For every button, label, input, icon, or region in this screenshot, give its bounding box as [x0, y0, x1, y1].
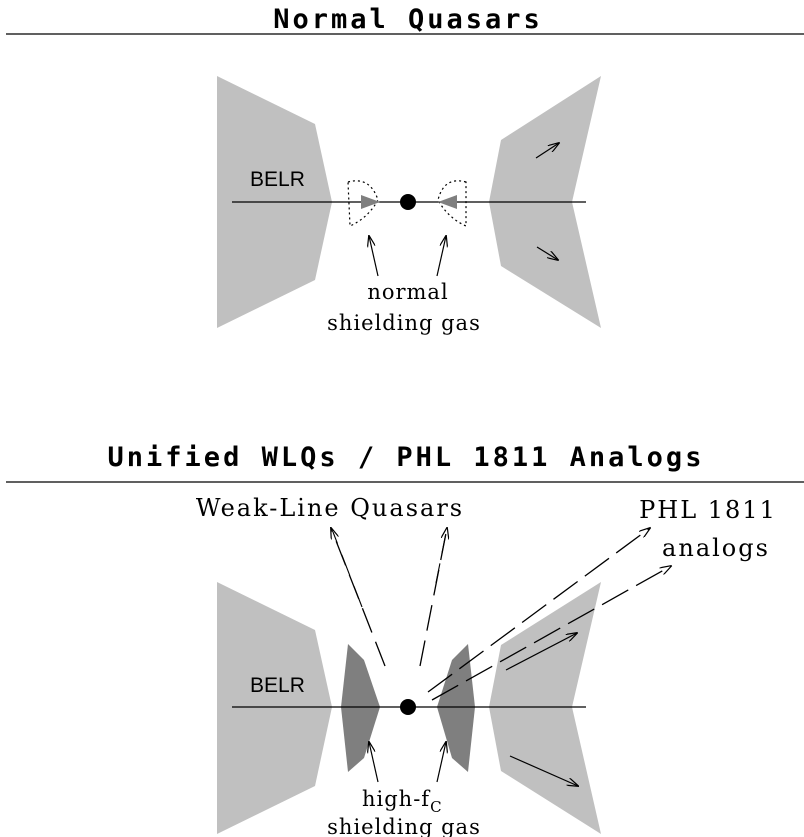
- normal-shield-label-line1: normal: [367, 280, 448, 304]
- top-panel-title: Normal Quasars: [273, 4, 543, 35]
- outflow-arrow-lower: [536, 246, 558, 260]
- highfc-shield-label-line2: shielding gas: [327, 815, 481, 837]
- belr-right-bottom: [489, 582, 601, 834]
- pointer-arrow-left-top: [369, 236, 379, 277]
- outflow-arrow-upper: [535, 143, 559, 159]
- central-black-hole-top: [400, 194, 416, 210]
- highfc-shield-left: [341, 644, 380, 772]
- highfc-shield-label-line1: high-fC: [362, 787, 443, 816]
- phl-label-line1: PHL 1811: [639, 496, 777, 524]
- central-black-hole-bottom: [400, 699, 416, 715]
- normal-shield-left: [361, 195, 380, 209]
- normal-shield-label-line2: shielding gas: [327, 311, 481, 335]
- pointer-arrow-left-bottom: [369, 742, 379, 783]
- wlq-dashed-arrow-right-inner: [435, 532, 447, 584]
- phl-label-line2: analogs: [662, 534, 770, 562]
- outflow-arrow-lower-bottom: [509, 755, 578, 786]
- outflow-arrow-upper-bottom: [505, 633, 577, 671]
- phl-dashed-arrow-lower: [431, 566, 671, 701]
- wlq-label: Weak-Line Quasars: [196, 494, 464, 522]
- bottom-panel-title: Unified WLQs / PHL 1811 Analogs: [108, 442, 705, 473]
- phl-dashed-arrow-upper: [427, 528, 650, 693]
- belr-left-bottom: [217, 582, 332, 834]
- belr-label-top: BELR: [250, 168, 305, 191]
- wlq-dashed-arrow-left-inner: [332, 531, 363, 608]
- highfc-shield-right: [437, 644, 475, 772]
- pointer-arrow-right-top: [436, 236, 446, 277]
- highfc-prefix: high-f: [362, 787, 431, 811]
- belr-label-bottom: BELR: [250, 674, 305, 697]
- pointer-arrow-right-bottom: [436, 742, 446, 783]
- highfc-subscript: C: [430, 798, 442, 816]
- normal-shield-right: [438, 195, 457, 209]
- normal-shield-left-outline: [347, 180, 379, 227]
